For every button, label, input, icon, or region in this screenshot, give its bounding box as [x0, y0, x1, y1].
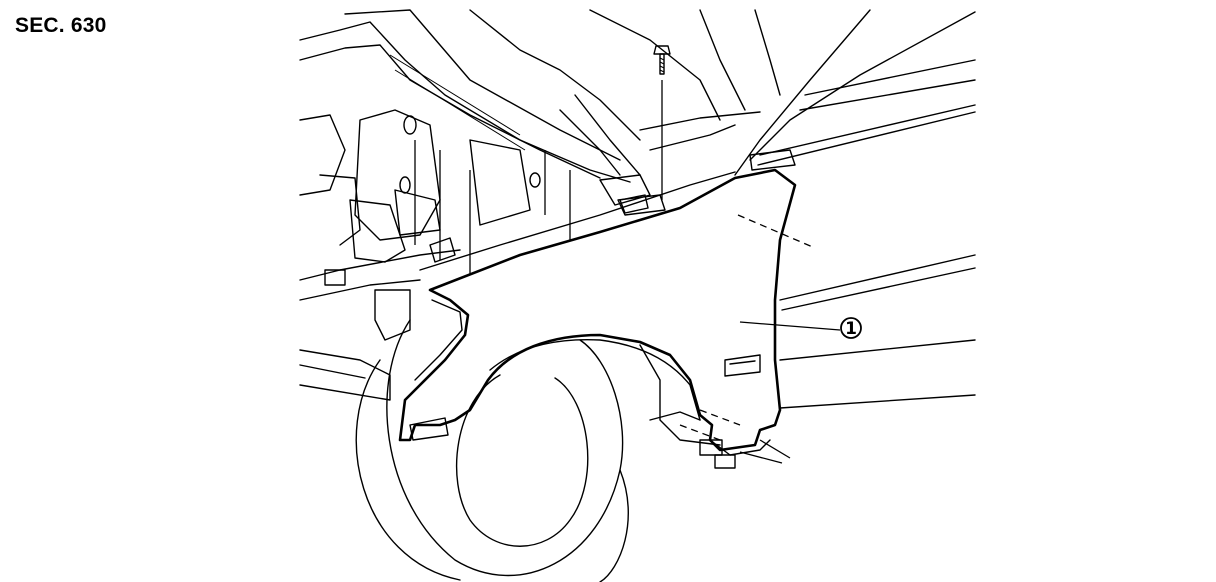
- a-pillar-and-body: [734, 9, 976, 409]
- leader-lines: [414, 80, 841, 464]
- callout-number: 1: [845, 319, 857, 339]
- section-label: SEC. 630: [15, 14, 107, 37]
- bolt-icon: [653, 45, 671, 75]
- callout-1: 1: [840, 317, 862, 339]
- hood: [469, 9, 781, 151]
- tire: [355, 319, 629, 582]
- callout-circle: [840, 317, 862, 339]
- clips: [409, 194, 736, 469]
- front-fender: [398, 168, 797, 456]
